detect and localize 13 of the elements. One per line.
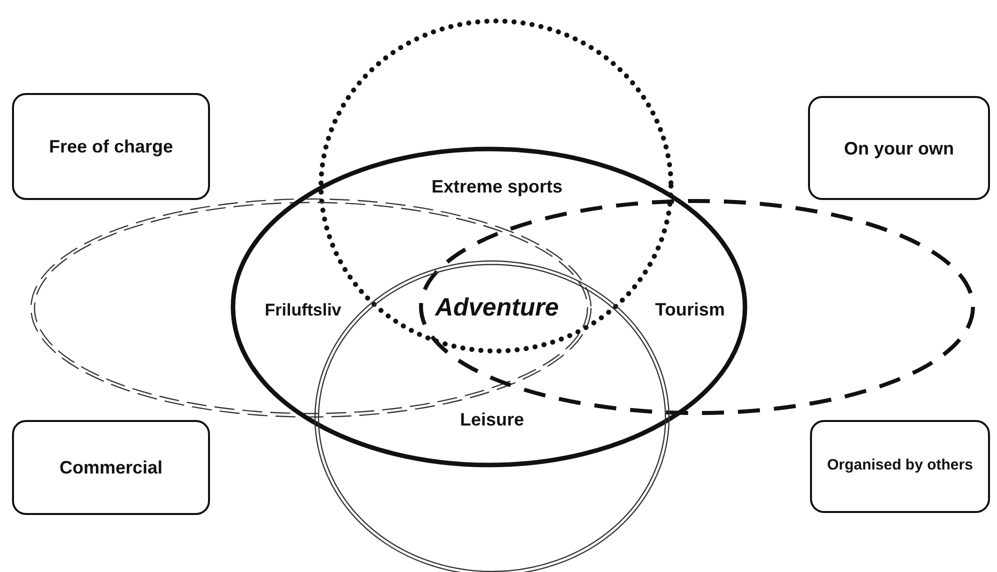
- center-label: Adventure: [435, 292, 559, 324]
- category-box: [12, 420, 210, 515]
- set-label: Leisure: [460, 408, 524, 432]
- box-label: Commercial: [58, 456, 164, 480]
- category-box: [810, 420, 990, 513]
- set-label: Friluftsliv: [264, 299, 342, 322]
- box-label: On your own: [843, 138, 955, 160]
- category-box: [12, 93, 210, 200]
- set-label: Tourism: [655, 298, 725, 322]
- set-label: Extreme sports: [431, 176, 563, 198]
- box-label: Organised by others: [826, 456, 974, 476]
- box-label: Free of charge: [48, 136, 174, 158]
- category-box: [808, 96, 990, 200]
